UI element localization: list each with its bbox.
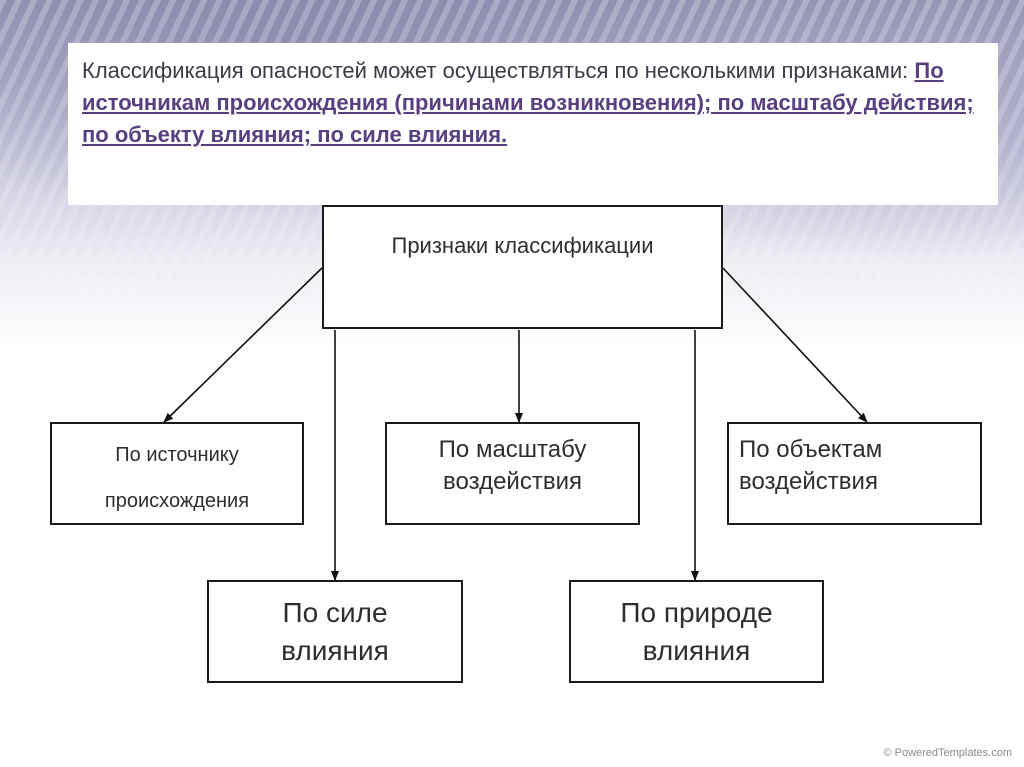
footer-credit: © PoweredTemplates.com (883, 747, 1012, 759)
node-scale-line2: воздействия (443, 468, 582, 495)
node-nature-line1: По природе (620, 597, 773, 628)
node-nature: По природе влияния (569, 580, 824, 683)
node-source-line2: происхождения (104, 490, 250, 512)
slide-title: Классификация опасностей может осуществл… (68, 43, 998, 205)
title-plain-text: Классификация опасностей может осуществл… (82, 58, 915, 83)
arrow-to-object (722, 267, 868, 423)
node-source-line1: По источнику (115, 444, 239, 466)
arrow-to-source (163, 267, 323, 423)
node-object-line1: По объектам (739, 436, 883, 463)
node-scale-line1: По масштабу (438, 436, 587, 463)
title-highlight-text: По источникам происхождения (причинами в… (82, 58, 974, 147)
node-nature-line2: влияния (642, 635, 751, 666)
root-label: Признаки классификации (391, 233, 654, 258)
node-force: По силе влияния (207, 580, 463, 683)
node-object: По объектам воздействия (727, 422, 982, 525)
node-object-line2: воздействия (739, 468, 878, 495)
root-node: Признаки классификации (322, 205, 723, 329)
node-force-line1: По силе (282, 597, 388, 628)
node-scale: По масштабу воздействия (385, 422, 640, 525)
node-source: По источнику происхождения (50, 422, 304, 525)
node-force-line2: влияния (281, 635, 389, 666)
